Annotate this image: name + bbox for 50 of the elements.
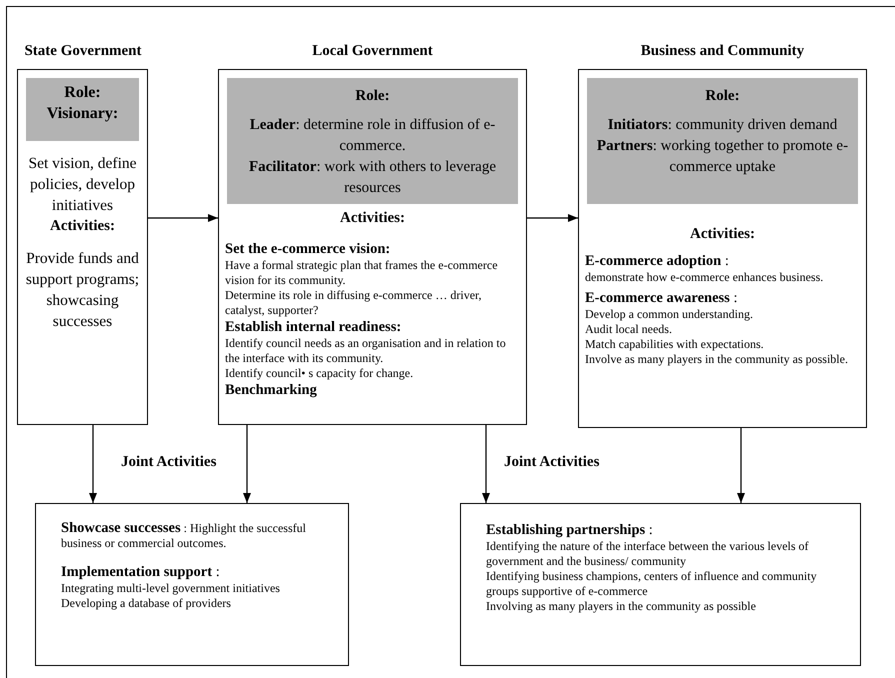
body-text: Match capabilities with expectations. — [585, 337, 765, 352]
joint-label: Joint Activities — [121, 453, 216, 472]
column-heading: State Government — [23, 42, 143, 61]
body-text: Have a formal strategic plan that frames the e-commerce vision for its community. — [225, 258, 499, 288]
body-text: Determine its role in diffusing e-commerce … driver, catalyst, supporter? — [225, 288, 483, 318]
body-text: Integrating multi-level government initiatives — [61, 581, 281, 596]
section-heading: Activities: — [49, 217, 116, 236]
body-text: Involving as many players in the community as possible — [486, 599, 757, 614]
body-text: Implementation support : — [61, 563, 221, 581]
arrow — [89, 425, 97, 503]
arrow — [148, 214, 218, 222]
section-heading: Activities: — [339, 209, 406, 228]
body-text: Identify council needs as an organisation and in relation to the interface with its community. — [225, 336, 507, 366]
column-heading: Business and Community — [640, 42, 806, 61]
section-heading: Activities: — [689, 225, 756, 244]
column-box — [460, 503, 861, 666]
section-heading: Benchmarking — [225, 381, 318, 399]
role-text: Leader: determine role in diffusion of e-commerce. — [248, 116, 496, 156]
body-text: Identify council• s capacity for change. — [225, 366, 414, 381]
section-heading: Set the e-commerce vision: — [225, 240, 392, 258]
role-panel — [227, 78, 518, 204]
body-text: Provide funds and support programs; showcasing successes — [24, 249, 140, 332]
body-text: Involve as many players in the community as possible. — [585, 352, 849, 367]
column-heading: Local Government — [311, 42, 434, 61]
body-text: E-commerce adoption : — [585, 252, 730, 270]
body-text: Identifying the nature of the interface between the various levels of government and the business/ community — [486, 539, 810, 569]
body-text: Showcase successes : Highlight the successful business or commercial outcomes. — [61, 521, 307, 551]
body-text: Set vision, define policies, develop initiatives — [27, 154, 138, 216]
body-text: Establishing partnerships : — [486, 521, 654, 539]
joint-label: Joint Activities — [504, 453, 600, 472]
arrow — [737, 428, 745, 503]
body-text: Audit local needs. — [585, 322, 673, 337]
section-heading: Establish internal readiness: — [225, 318, 402, 336]
body-text: Developing a database of providers — [61, 596, 232, 611]
column-box — [35, 503, 349, 666]
role-text: Role: Visionary: — [46, 83, 120, 124]
body-text: E-commerce awareness : — [585, 289, 738, 307]
role-text: Facilitator: work with others to leverage resources — [248, 158, 497, 198]
body-text: demonstrate how e-commerce enhances business. — [585, 270, 824, 285]
body-text: Develop a common understanding. — [585, 307, 754, 322]
role-text: Initiators: community driven demand — [606, 116, 838, 135]
role-text: Partners: working together to promote e-commerce uptake — [596, 137, 850, 177]
arrow — [527, 214, 578, 222]
arrow — [482, 425, 490, 503]
section-heading: Role: — [354, 87, 391, 106]
role-panel — [26, 78, 139, 141]
section-heading: Role: — [704, 87, 741, 106]
role-panel — [587, 78, 858, 204]
arrow — [243, 425, 251, 503]
body-text: Identifying business champions, centers of influence and community groups supportive of e-commerce — [486, 569, 818, 599]
